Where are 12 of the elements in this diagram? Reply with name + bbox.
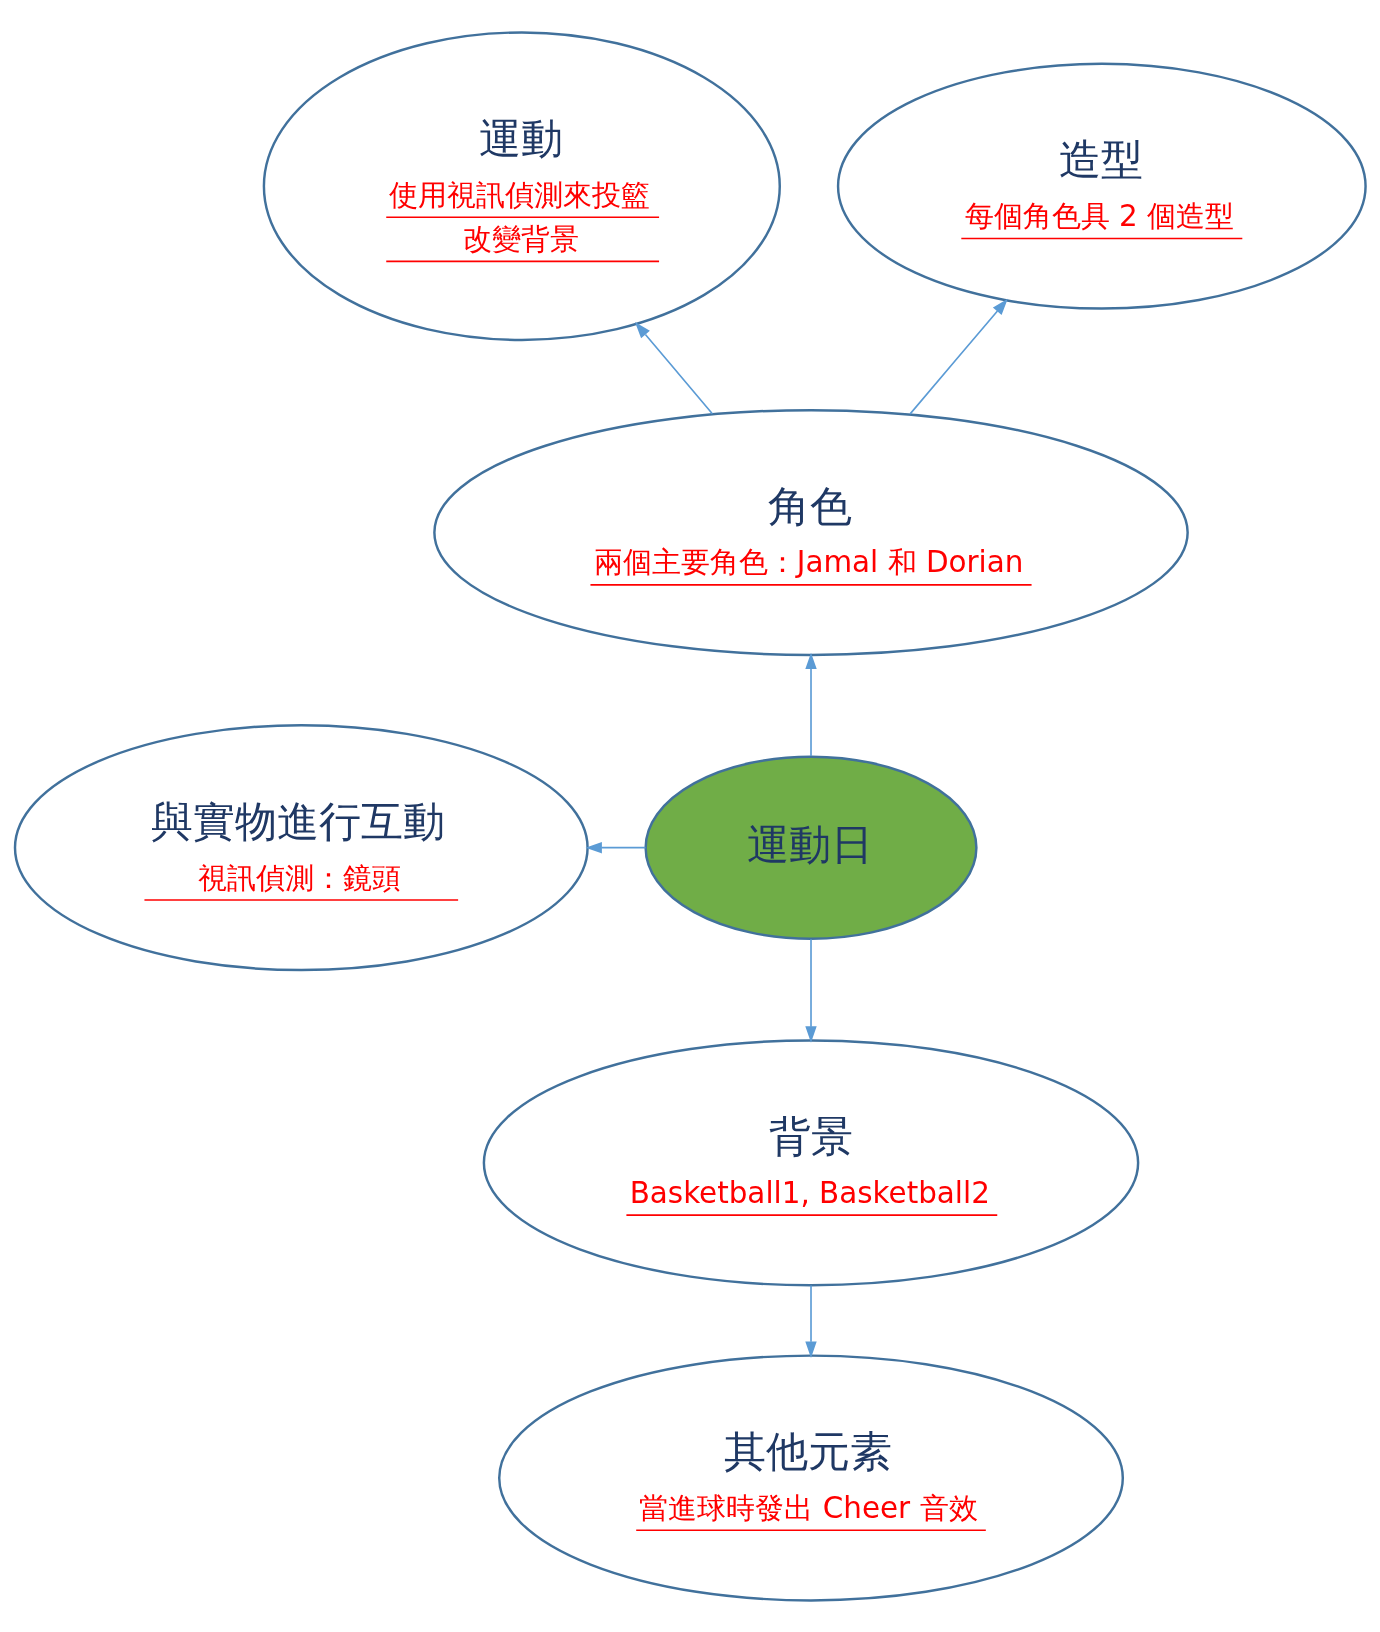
node-ellipse: 與實物進行互動 視訊偵測：鏡頭 <box>13 723 589 971</box>
node-ellipse: 造型 每個角色具 2 個造型 <box>836 62 1367 310</box>
arrow <box>805 937 817 1043</box>
arrow <box>585 841 647 853</box>
node-ellipse: 運動日 <box>644 754 978 940</box>
arrow <box>805 1284 817 1358</box>
arrow <box>634 321 714 415</box>
node-ellipse: 其他元素 當進球時發出 Cheer 音效 <box>498 1353 1124 1602</box>
arrow <box>909 298 1008 415</box>
arrow <box>805 652 817 757</box>
node-ellipse: 角色 兩個主要角色：Jamal 和 Dorian <box>433 408 1189 656</box>
node-ellipse: 背景 Basketball1, Basketball2 <box>482 1038 1140 1286</box>
